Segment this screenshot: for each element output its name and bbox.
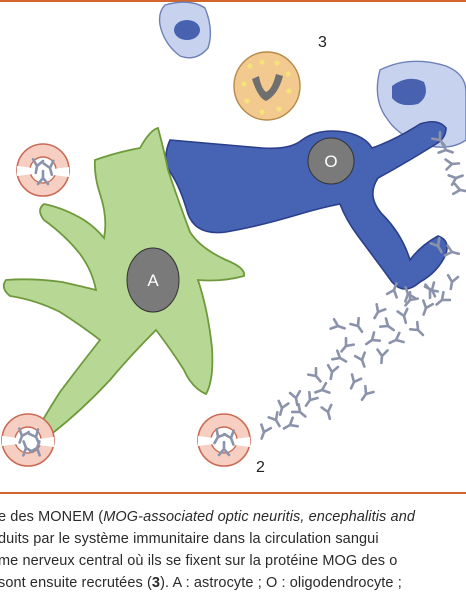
figure-caption: e des MONEM (MOG-associated optic neurit… [0, 509, 466, 600]
oligodendrocyte: O [165, 120, 448, 290]
step-marker-2: 2 [256, 459, 265, 476]
caption-line-1-italic: MOG-associated optic neuritis, encephali… [103, 509, 416, 525]
caption-line-1: e des MONEM (MOG-associated optic neurit… [0, 509, 415, 525]
granulocyte [233, 51, 301, 121]
caption-line-4-bold: 3 [151, 575, 161, 591]
figure-panel: O A [0, 0, 466, 494]
immune-cell-top [158, 1, 212, 59]
b-cell-left-bottom [1, 413, 55, 467]
caption-line-4-text: sont ensuite recrutées ( [0, 575, 152, 591]
caption-line-1-text: e des MONEM ( [0, 509, 104, 525]
b-cell-left-top [16, 143, 70, 197]
b-cell-bottom [197, 413, 251, 467]
caption-line-3: me nerveux central où ils se fixent sur … [0, 553, 398, 569]
step-marker-3: 3 [318, 34, 327, 51]
antibody-stream [255, 273, 460, 442]
astrocyte-label: A [147, 271, 159, 290]
oligodendrocyte-label: O [324, 152, 337, 171]
caption-line-4-suffix: ). A : astrocyte ; O : oligodendrocyte ; [160, 575, 402, 591]
caption-line-2: duits par le système immunitaire dans la… [0, 531, 379, 547]
caption-line-4: sont ensuite recrutées (3). A : astrocyt… [0, 575, 402, 591]
